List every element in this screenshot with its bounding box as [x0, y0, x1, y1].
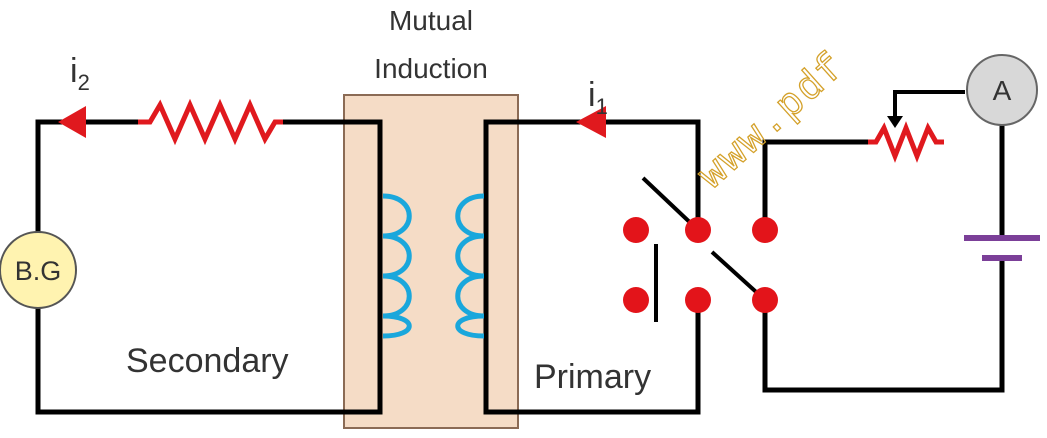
secondary-resistor [138, 98, 283, 146]
rheostat [868, 121, 944, 163]
switch-contact [685, 287, 711, 313]
primary-label: Primary [534, 358, 651, 396]
switch-contact [623, 217, 649, 243]
switch-contact [752, 287, 778, 313]
secondary-coil [382, 193, 412, 339]
current-i2-label: i2 [70, 52, 90, 95]
rheostat-slider [893, 90, 965, 118]
reversing-switch [623, 176, 778, 322]
rheostat-slider-arrowhead [887, 116, 903, 128]
current-i2-arrow [58, 106, 86, 138]
secondary-label: Secondary [126, 342, 289, 380]
switch-contact [752, 217, 778, 243]
watermark: www.pdf [691, 44, 856, 199]
ballistic-galvanometer-icon [0, 231, 77, 309]
current-i1-label: i1 [588, 76, 608, 119]
secondary-circuit-wires [35, 119, 383, 415]
battery-circuit-wires [762, 119, 1005, 393]
mutual-induction-title-line2: Induction [374, 53, 488, 84]
ammeter-icon [966, 54, 1038, 126]
mutual-induction-title-line1: Mutual [389, 5, 473, 36]
bg-label: B.G [15, 256, 62, 286]
ammeter-label: A [993, 75, 1012, 106]
primary-coil [455, 193, 485, 339]
current-i1-arrow [576, 106, 606, 138]
switch-contact [623, 287, 649, 313]
mutual-induction-core [343, 94, 519, 429]
switch-contact [685, 217, 711, 243]
